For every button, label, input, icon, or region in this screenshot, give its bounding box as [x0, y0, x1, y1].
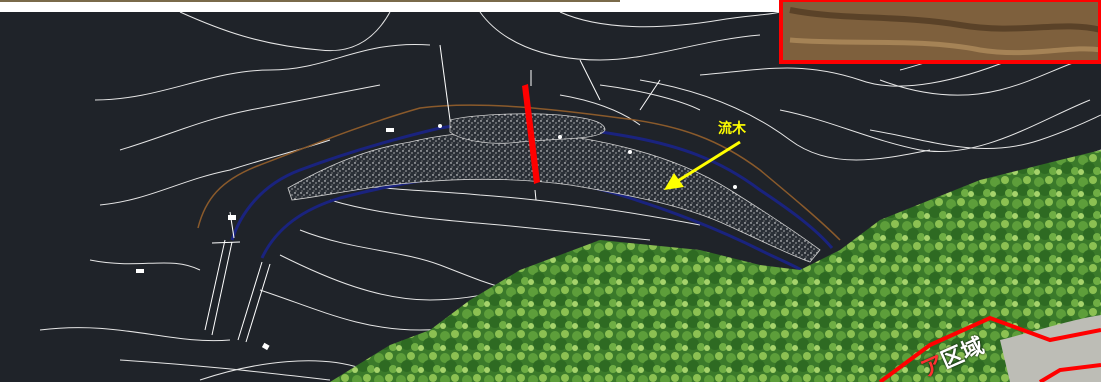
- marker-block: [386, 128, 394, 132]
- photo-inset: [779, 0, 1101, 64]
- driftwood-label: 流木: [718, 121, 746, 137]
- area-boundary-red: [878, 315, 1101, 384]
- cleared-ground: [1000, 315, 1101, 382]
- boundary-line: [197, 104, 841, 241]
- yellow-arrow-icon: [664, 140, 741, 190]
- marker-block: [261, 342, 270, 351]
- marker-block: [136, 269, 144, 273]
- cad-structures: [204, 44, 661, 343]
- cross-section-highlight: [522, 84, 540, 184]
- photo-inset-frame: [779, 0, 1101, 64]
- aerial-forest-photo: [330, 150, 1101, 382]
- marker-block: [228, 215, 236, 220]
